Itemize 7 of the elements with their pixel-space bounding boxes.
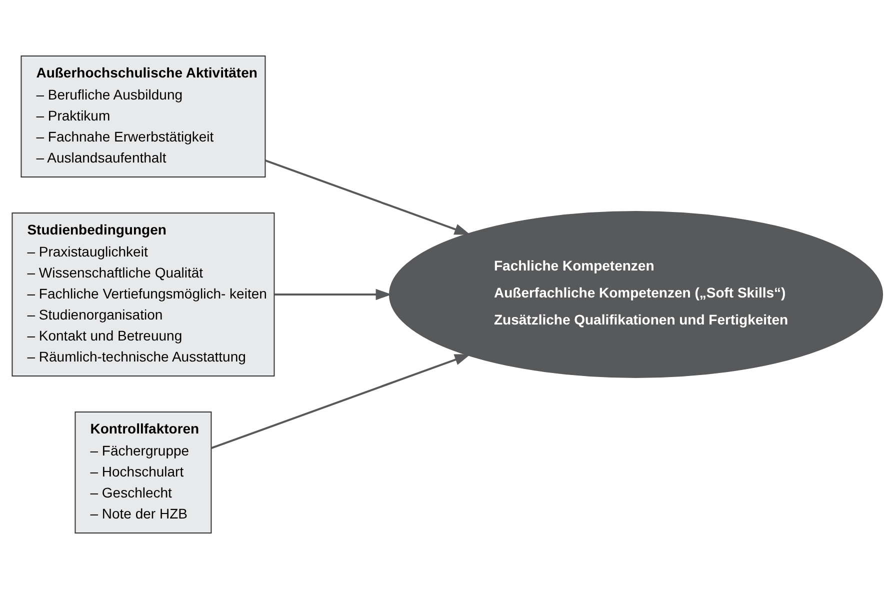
arrow bbox=[264, 159, 471, 235]
node-box: Studienbedingungen – Praxistauglichkeit – Wissenschaftliche Qualität – Fachliche Vertiefungsmöglich- keiten – Studienorganisation – Kontakt und Betreuung – Räumlich-technische Ausstattung bbox=[12, 212, 275, 376]
arrow bbox=[274, 288, 392, 300]
arrow bbox=[211, 354, 471, 450]
node-box: Kontrollfaktoren – Fächergruppe – Hochschulart – Geschlecht – Note der HZB bbox=[74, 412, 212, 534]
node-box: Außerhochschulische Aktivitäten – Berufliche Ausbildung – Praktikum – Fachnahe Erwerbstätigkeit – Auslandsaufenthalt bbox=[20, 56, 266, 178]
node-ellipse: Fachliche Kompetenzen Außerfachliche Kompetenzen („Soft Skills“) Zusätzliche Qualifikationen und Fertigkeiten bbox=[388, 211, 884, 378]
